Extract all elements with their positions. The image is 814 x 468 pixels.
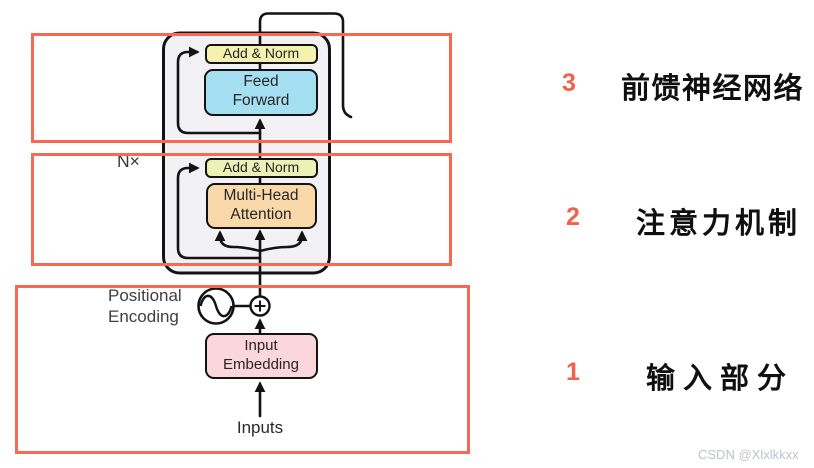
feed-forward-line1: Feed <box>243 73 279 91</box>
attention-fork-right-arrow <box>258 230 308 253</box>
positional-encoding-label: Positional Encoding <box>108 285 182 327</box>
annotation-label-feedforward: 前馈神经网络 <box>621 73 805 105</box>
annotation-label-input: 输入部分 <box>646 363 795 395</box>
feed-forward-box: Feed Forward <box>204 68 318 116</box>
csdn-watermark: CSDN @Xlxlkkxx <box>698 447 799 462</box>
add-norm-top-box: Add & Norm <box>204 43 318 64</box>
encoder-output-line <box>258 12 353 119</box>
feed-forward-line2: Forward <box>232 92 290 109</box>
multi-head-attention-box: Multi-Head Attention <box>205 182 317 229</box>
input-embedding-line1: Input <box>244 337 278 355</box>
highlight-box-feedforward-section <box>31 33 452 143</box>
inputs-label: Inputs <box>236 418 284 437</box>
annotation-number-1: 1 <box>566 358 580 386</box>
attention-fork-left-arrow <box>214 230 262 253</box>
feedforward-residual-loop-arrow <box>176 46 262 135</box>
input-embedding-box: Input Embedding <box>204 332 318 379</box>
input-embedding-line2: Embedding <box>223 355 299 373</box>
add-norm-bottom-label: Add & Norm <box>222 158 300 175</box>
positional-encoding-line2: Encoding <box>108 307 179 326</box>
positional-encoding-line1: Positional <box>108 286 182 305</box>
attention-line1: Multi-Head <box>223 186 299 204</box>
annotation-label-attention: 注意力机制 <box>636 208 802 240</box>
attention-residual-loop-arrow <box>176 162 262 260</box>
highlight-box-input-section <box>15 285 470 454</box>
annotation-number-2: 2 <box>566 203 580 231</box>
attention-line2: Attention <box>230 205 292 223</box>
sine-wave-icon <box>197 287 235 325</box>
annotation-number-3: 3 <box>562 69 576 97</box>
plus-circle-icon <box>249 295 271 317</box>
add-norm-top-label: Add & Norm <box>222 44 300 61</box>
repeat-n-times-label: N× <box>117 151 140 171</box>
add-norm-bottom-box: Add & Norm <box>204 157 318 178</box>
highlight-box-attention-section <box>31 153 452 266</box>
